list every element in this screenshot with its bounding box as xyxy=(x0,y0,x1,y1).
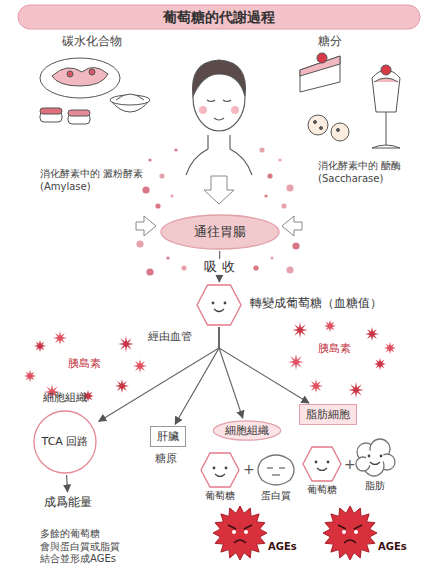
text-label: 經由血管 xyxy=(148,330,192,344)
insulin-splat xyxy=(365,327,379,341)
node-label: 細胞組織 xyxy=(225,424,269,437)
text-label: 糖原 xyxy=(155,452,177,466)
node-label: 脂肪細胞 xyxy=(306,408,350,421)
hex-outline xyxy=(302,446,342,482)
hex-node: 轉變成葡萄糖（血糖值） xyxy=(196,284,242,326)
blob-outline xyxy=(256,452,296,488)
connector-arrow xyxy=(219,327,309,403)
sweets-illustration xyxy=(300,53,400,148)
connector-arrow xyxy=(99,327,219,421)
insulin-splat xyxy=(115,379,129,393)
particle-dot xyxy=(264,194,267,197)
insulin-splat xyxy=(384,342,396,354)
particle-dot xyxy=(259,147,264,152)
insulin-splat xyxy=(34,340,46,352)
text-label: 糖分 xyxy=(318,34,342,49)
note-text: 消化酵素中的 醣酶 (Saccharase) xyxy=(318,160,418,185)
connector-arrow xyxy=(219,327,243,418)
insulin-splat xyxy=(324,320,336,332)
particle-dot xyxy=(281,203,286,208)
spiky-node: AGEs xyxy=(322,505,378,561)
text-label: + xyxy=(243,461,255,479)
text-label: 胰島素 xyxy=(68,357,101,371)
particle-dot xyxy=(286,184,293,191)
particle-dot xyxy=(181,265,186,270)
note-text: 多餘的葡萄糖 會與蛋白質或脂質 結合並形成AGEs xyxy=(40,528,152,566)
spiky-outline xyxy=(212,505,268,561)
node-heading: AGEs xyxy=(378,541,407,553)
hex-outline xyxy=(196,284,242,326)
box-node: 肝臟 xyxy=(150,426,186,447)
node-label: 肝臟 xyxy=(157,430,179,443)
particle-dot xyxy=(159,173,164,178)
insulin-splat xyxy=(374,358,386,370)
particle-dot xyxy=(142,186,149,193)
oval-node: 通往胃腸 xyxy=(160,214,280,250)
cloud-outline xyxy=(354,438,396,478)
edge-label: 吸 收 xyxy=(202,258,236,274)
insulin-splat xyxy=(288,354,304,370)
insulin-splat xyxy=(53,331,67,345)
insulin-splats xyxy=(24,320,396,402)
spiky-node: AGEs xyxy=(212,505,268,561)
particle-dot xyxy=(166,256,169,259)
insulin-splat xyxy=(292,322,308,338)
text-label: 碳水化合物 xyxy=(62,34,122,49)
particle-dot xyxy=(270,256,273,259)
node-label: TCA 回路 xyxy=(42,435,89,448)
node-heading: 蛋白質 xyxy=(261,490,291,502)
particle-dot xyxy=(278,158,281,161)
text-label: 胰島素 xyxy=(318,342,351,356)
node-heading: 葡萄糖 xyxy=(307,484,337,496)
node-label: 成爲能量 xyxy=(44,495,92,509)
particle-dots xyxy=(136,147,299,275)
node-heading: AGEs xyxy=(268,541,297,553)
cloud-node: 脂肪 xyxy=(354,438,396,478)
note-text: 消化酵素中的 澱粉酵素 (Amylase) xyxy=(40,168,152,193)
particle-dot xyxy=(174,148,177,151)
hex-outline xyxy=(200,452,240,488)
particle-dot xyxy=(155,203,160,208)
blob-node: 蛋白質 xyxy=(256,452,296,488)
woman-illustration xyxy=(186,60,252,175)
node-heading: 脂肪 xyxy=(365,480,385,492)
particle-dot xyxy=(292,242,299,249)
food-illustration xyxy=(40,58,150,124)
connector-arrow xyxy=(66,475,68,492)
ovalauto-node: 細胞組織 xyxy=(211,420,283,441)
particle-dot xyxy=(286,266,293,273)
particle-dot xyxy=(170,194,173,197)
particle-dot xyxy=(146,268,153,275)
node-label: 通往胃腸 xyxy=(194,224,246,240)
particle-dot xyxy=(267,173,272,178)
particle-dot xyxy=(148,158,151,161)
node-heading: 細胞組織 xyxy=(43,391,87,404)
insulin-splat xyxy=(309,379,323,393)
insulin-splat xyxy=(24,370,36,382)
circle-node: 細胞組織TCA 回路 xyxy=(33,410,97,474)
particle-dot xyxy=(253,265,258,270)
particle-dot xyxy=(136,240,143,247)
box-node: 脂肪細胞 xyxy=(299,404,357,425)
spiky-outline xyxy=(322,505,378,561)
text-label: + xyxy=(344,456,356,474)
diagram-title: 葡萄糖的代謝過程 xyxy=(0,8,438,26)
insulin-splat xyxy=(348,382,364,398)
insulin-splat xyxy=(133,359,147,373)
insulin-splat xyxy=(118,336,134,352)
hex-node: 葡萄糖 xyxy=(200,452,240,488)
text-node: 成爲能量 xyxy=(42,494,94,510)
node-heading: 轉變成葡萄糖（血糖值） xyxy=(250,296,382,310)
node-heading: 葡萄糖 xyxy=(205,490,235,502)
hex-node: 葡萄糖 xyxy=(302,446,342,482)
